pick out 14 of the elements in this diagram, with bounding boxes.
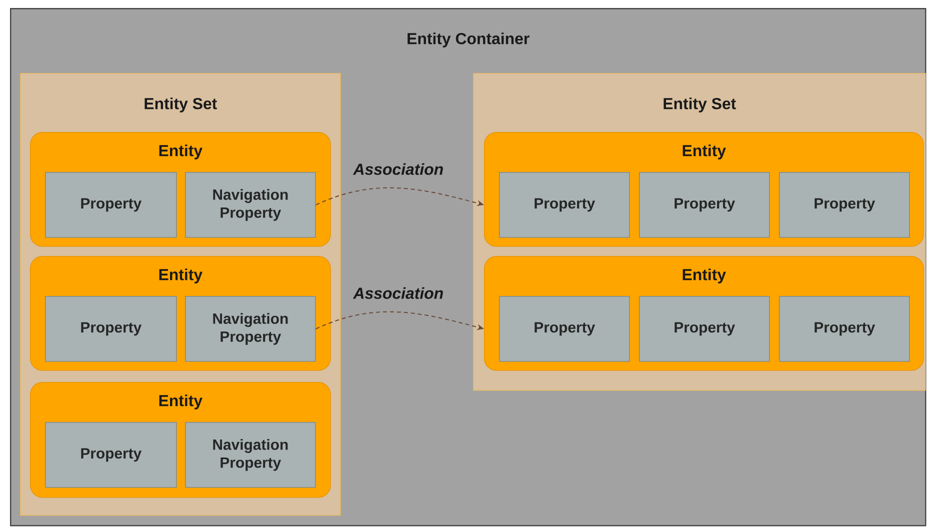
property-box: Property [499,296,630,362]
property-box: Property [45,422,177,488]
property-box: Property [779,172,910,238]
property-box: Property [639,172,770,238]
property-box: Property [45,296,177,362]
property-box: Navigation Property [185,422,316,488]
property-box: Navigation Property [185,296,316,362]
property-box: Property [499,172,630,238]
edge-label: Association [352,162,445,176]
property-box: Navigation Property [185,172,316,238]
property-box: Property [45,172,177,238]
property-box: Property [639,296,770,362]
edge-label: Association [352,286,445,300]
property-box: Property [779,296,910,362]
